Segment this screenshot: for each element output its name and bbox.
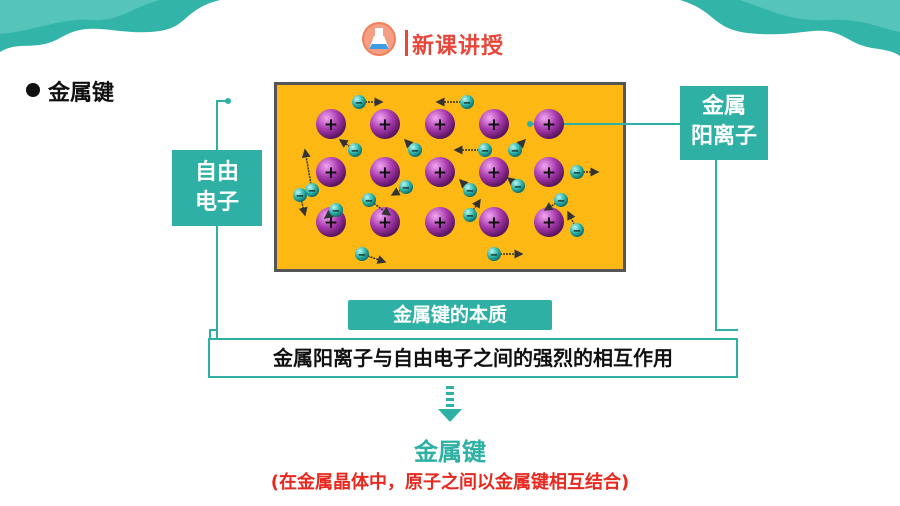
free-electron: −: [487, 247, 524, 261]
svg-text:−: −: [481, 146, 489, 157]
svg-text:−: −: [355, 98, 363, 109]
free-electron: −: [403, 138, 422, 157]
free-electron: −: [293, 188, 308, 217]
svg-text:+: +: [378, 163, 392, 183]
essence-title: 金属键的本质: [348, 300, 552, 330]
free-electron: −: [338, 139, 362, 157]
svg-text:−: −: [557, 196, 565, 207]
section-title: 金属键: [48, 81, 115, 106]
bullet-point: [26, 83, 40, 97]
metal-cation: +: [479, 207, 509, 237]
metal-cation: +: [479, 157, 509, 187]
free-electron: −: [355, 247, 387, 264]
free-electron: −: [435, 95, 474, 109]
free-electron: −: [352, 95, 384, 109]
free-electron: −: [463, 198, 481, 222]
svg-text:+: +: [542, 213, 556, 233]
svg-text:−: −: [573, 168, 581, 179]
free-electron: −: [567, 210, 584, 237]
connector-right: [715, 160, 738, 331]
svg-text:+: +: [324, 163, 338, 183]
free-electron: −: [390, 180, 413, 196]
metal-cation: +: [534, 109, 564, 139]
svg-text:−: −: [511, 146, 519, 157]
metal-cation: +: [316, 157, 346, 187]
metal-cation: +: [534, 157, 564, 187]
svg-text:+: +: [378, 213, 392, 233]
svg-text:−: −: [514, 182, 522, 193]
flask-icon: [362, 22, 396, 56]
svg-text:−: −: [463, 98, 471, 109]
conclusion-note: (在金属晶体中，原子之间以金属键相互结合): [270, 472, 630, 493]
svg-text:−: −: [351, 146, 359, 157]
left-wave-highlight: [0, 0, 160, 34]
free-electron: −: [453, 143, 492, 157]
free-electron-label-line2: 电子: [194, 190, 239, 215]
connector-dot-cation: [527, 121, 533, 127]
metal-cation-label-line2: 阳离子: [690, 124, 757, 149]
svg-text:−: −: [402, 183, 410, 194]
free-electron-label: 自由 电子: [172, 150, 262, 226]
svg-text:−: −: [332, 206, 340, 217]
svg-text:−: −: [296, 191, 304, 202]
metal-cation: +: [425, 207, 455, 237]
metal-cation: +: [425, 109, 455, 139]
conclusion-term: 金属键: [414, 438, 486, 466]
free-electron: −: [570, 165, 600, 179]
metal-cation: +: [370, 157, 400, 187]
free-electron-label-line1: 自由: [194, 160, 239, 185]
svg-text:+: +: [542, 163, 556, 183]
metal-cation: +: [479, 109, 509, 139]
connector-dot-electron: [225, 98, 231, 104]
metal-cation-label: 金属 阳离子: [680, 86, 768, 160]
svg-text:+: +: [433, 115, 447, 135]
svg-text:−: −: [490, 250, 498, 261]
svg-text:−: −: [411, 146, 419, 157]
free-electron: −: [362, 193, 392, 216]
svg-text:−: −: [466, 186, 474, 197]
svg-text:+: +: [324, 115, 338, 135]
free-electron: −: [458, 178, 477, 197]
free-electron: −: [301, 148, 319, 197]
free-electron: −: [508, 138, 527, 157]
svg-text:−: −: [308, 186, 316, 197]
svg-text:+: +: [487, 213, 501, 233]
header-divider: [405, 30, 408, 56]
svg-text:+: +: [487, 115, 501, 135]
metal-cation: +: [370, 207, 400, 237]
svg-text:−: −: [573, 226, 581, 237]
svg-text:+: +: [433, 163, 447, 183]
svg-text:−: −: [358, 250, 366, 261]
header-title: 新课讲授: [412, 34, 505, 59]
free-electron: −: [323, 203, 343, 219]
metal-cation-label-line1: 金属: [701, 94, 746, 119]
definition-box: 金属阳离子与自由电子之间的强烈的相互作用: [208, 338, 738, 378]
free-electron: −: [506, 177, 525, 193]
free-electron: −: [543, 193, 568, 211]
metal-cation: +: [534, 207, 564, 237]
svg-text:+: +: [487, 163, 501, 183]
metal-cation: +: [425, 157, 455, 187]
svg-text:+: +: [433, 213, 447, 233]
metal-cation: +: [316, 109, 346, 139]
down-arrow-icon: [438, 386, 462, 422]
svg-text:+: +: [542, 115, 556, 135]
svg-text:+: +: [378, 115, 392, 135]
corner-waves-decoration: [0, 0, 900, 56]
svg-text:−: −: [466, 211, 474, 222]
svg-text:−: −: [365, 196, 373, 207]
right-wave-highlight: [740, 0, 900, 32]
metal-cation: +: [370, 109, 400, 139]
